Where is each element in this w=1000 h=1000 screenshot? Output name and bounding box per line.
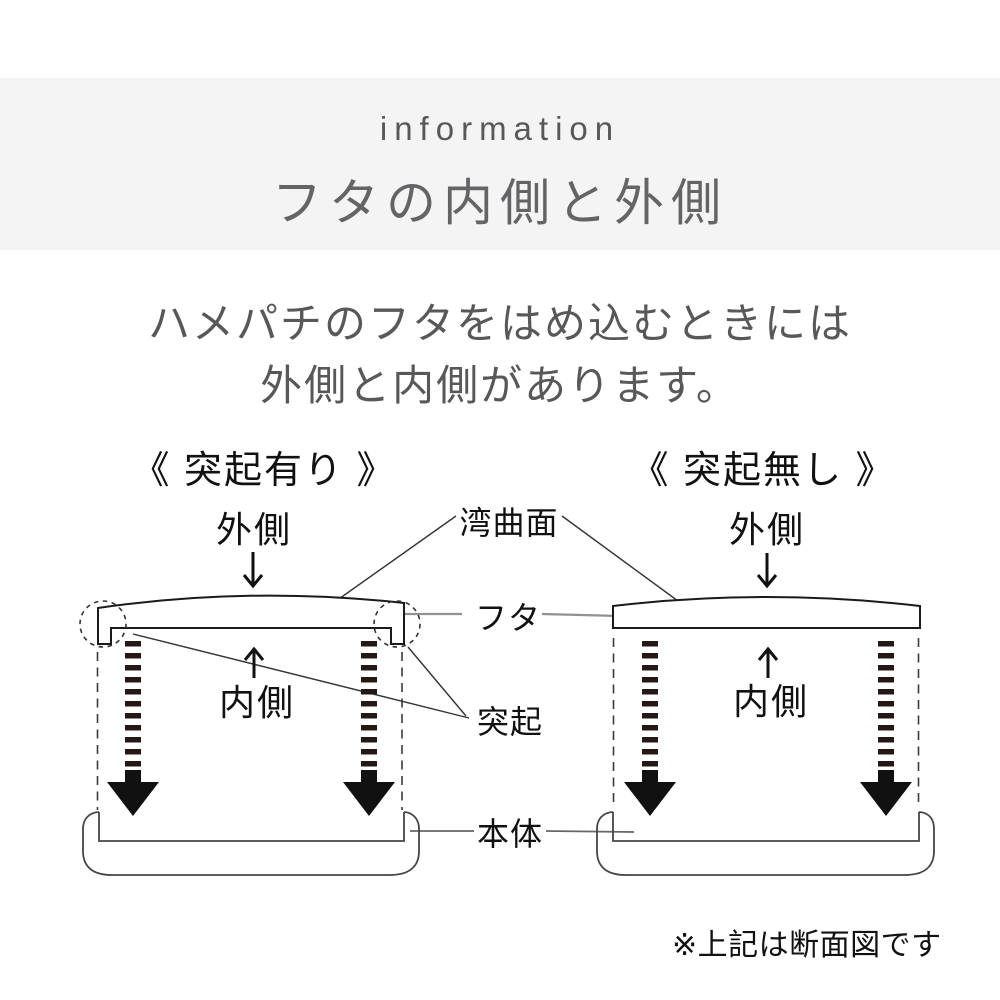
cross-section-footnote: ※上記は断面図です [672, 929, 942, 962]
up-arrow-icon [243, 646, 265, 678]
leader-body-right [545, 830, 635, 833]
protrusion-label: 突起 [476, 704, 544, 740]
leader-curved-surface-right [561, 515, 679, 602]
leader-lid-right [541, 612, 621, 618]
snap-arrow [107, 641, 159, 816]
right-outside-label: 外側 [728, 509, 806, 550]
up-arrow-icon [757, 646, 779, 678]
leader-curved-surface-left [335, 515, 457, 602]
left-outside-label: 外側 [215, 509, 293, 550]
left-body-shape [82, 811, 420, 876]
right-inside-label: 内側 [732, 681, 810, 722]
cross-section-diagram [79, 515, 935, 876]
down-arrow-icon [756, 553, 778, 589]
header-band [0, 78, 1000, 250]
body-label: 本体 [476, 816, 544, 852]
leader-protrusion-left [132, 633, 470, 719]
protrusion-circle-left [79, 600, 127, 648]
leader-protrusion-right [407, 646, 467, 717]
right-diagram-title: 《 突起無し 》 [630, 450, 896, 492]
left-lid-shape [97, 594, 405, 645]
page-title: フタの内側と外側 [272, 175, 728, 231]
down-arrow-icon [242, 552, 264, 589]
right-lid-shape [612, 596, 921, 629]
right-body-shape [596, 811, 935, 876]
snap-arrow [343, 641, 395, 816]
lid-label: フタ [474, 600, 542, 636]
intro-line-2: 外側と内側があります。 [260, 362, 740, 409]
information-eyebrow: information [379, 110, 621, 147]
left-diagram-title: 《 突起有り 》 [131, 450, 397, 492]
snap-arrow [860, 641, 912, 816]
intro-line-1: ハメパチのフタをはめ込むときには [147, 300, 853, 347]
protrusion-circle-right [373, 600, 421, 648]
left-inside-label: 内側 [218, 682, 296, 723]
snap-arrow [624, 641, 676, 816]
curved-surface-label: 湾曲面 [459, 505, 559, 541]
